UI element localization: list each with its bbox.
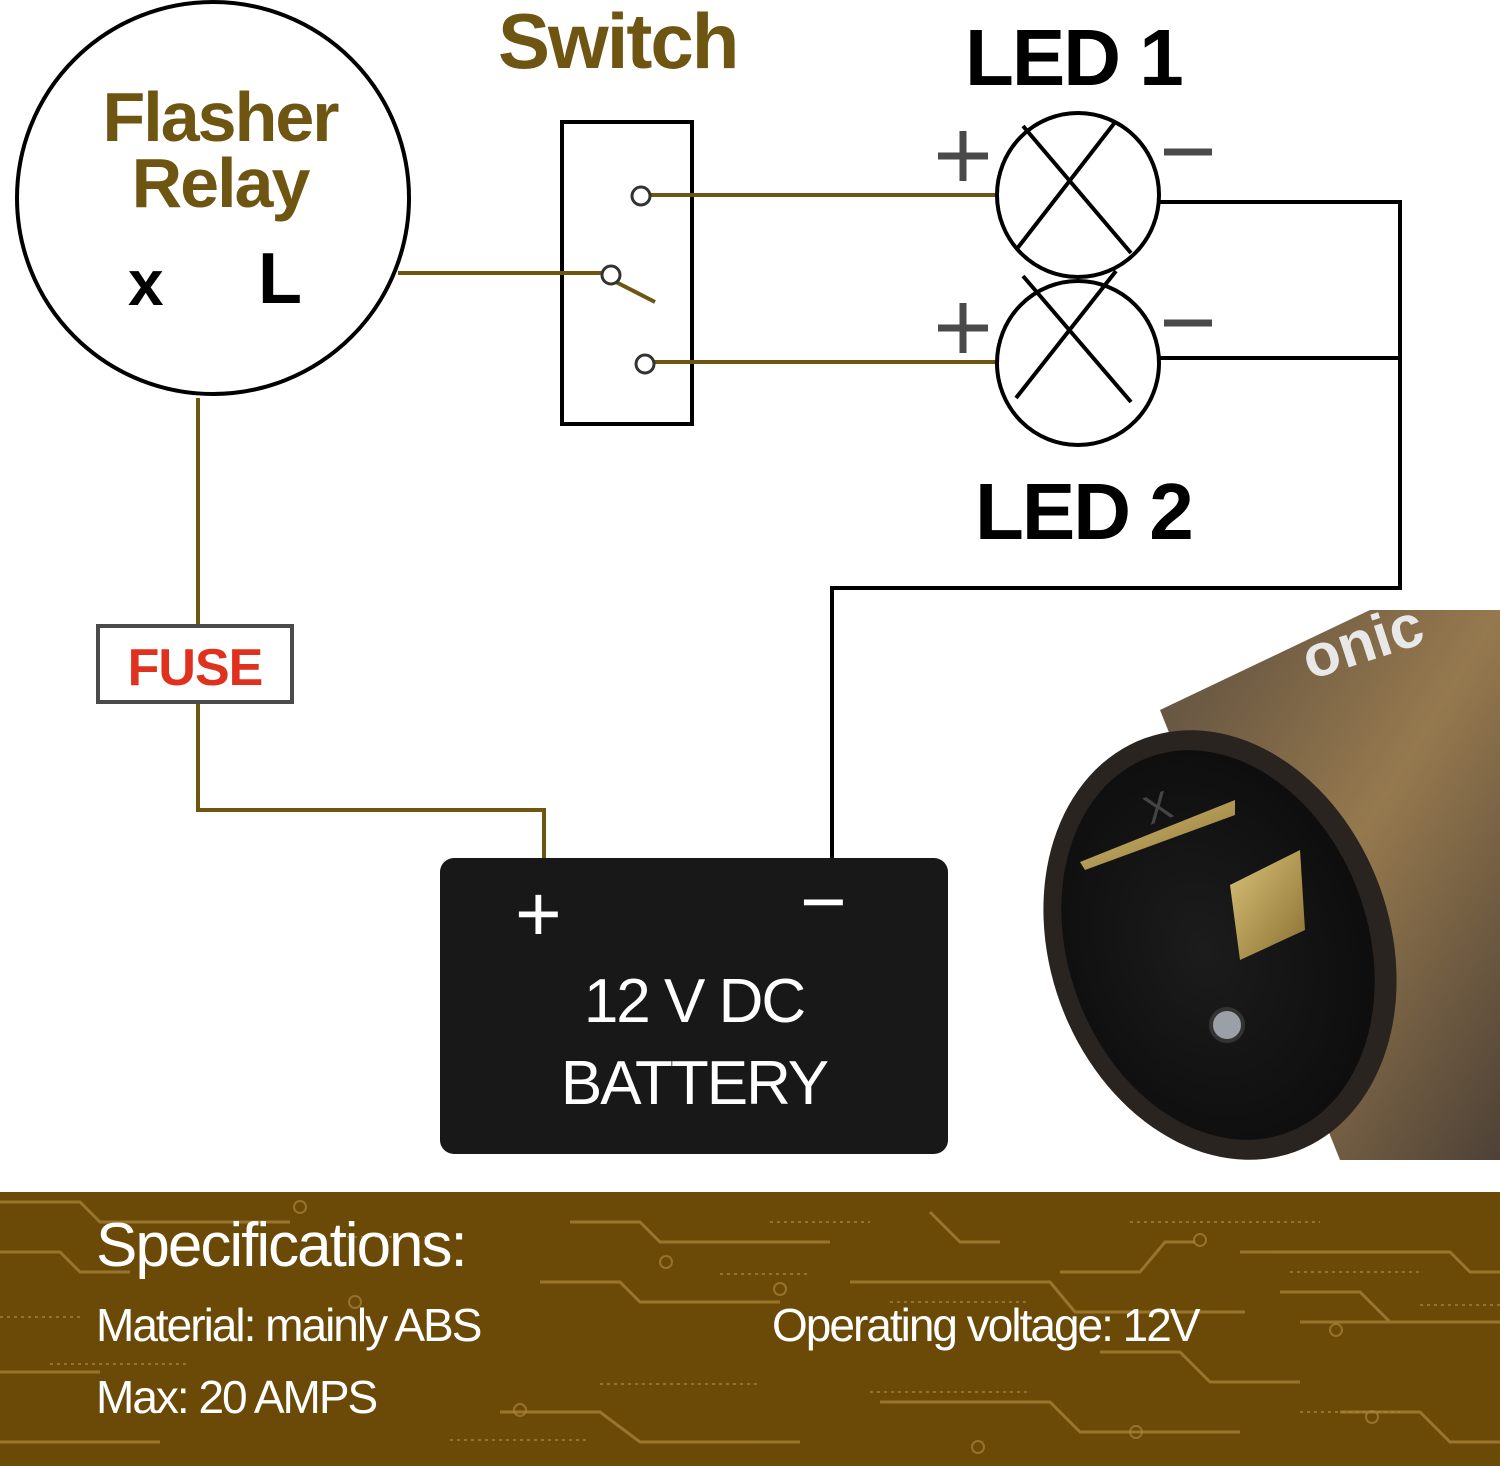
battery-minus-terminal: − — [800, 857, 847, 946]
flasher-relay-symbol — [15, 0, 411, 396]
circuit-pattern — [0, 1200, 1500, 1454]
relay-pin-l — [1230, 850, 1305, 960]
wire-fuse-to-battery — [196, 704, 546, 860]
switch-label: Switch — [498, 0, 739, 85]
battery-plus-terminal: + — [515, 869, 562, 958]
wiring-diagram: Switch LED 1 LED 2 Flasher Relay x L FUS… — [15, 0, 1500, 1160]
battery-block: + − 12 V DC BATTERY — [440, 857, 948, 1154]
spec-material: Material: mainly ABS — [96, 1299, 482, 1351]
switch-contact-1 — [630, 185, 652, 207]
flasher-relay-label: Flasher Relay — [102, 78, 340, 222]
led1-symbol — [995, 111, 1161, 279]
specifications-title: Specifications: — [96, 1211, 468, 1280]
led1-cross-b — [1014, 119, 1118, 252]
switch-lever — [611, 278, 656, 304]
battery-type-label: BATTERY — [560, 1049, 829, 1118]
relay-screw-icon — [1209, 1007, 1245, 1043]
flasher-relay-photo: X onic — [1043, 600, 1500, 1160]
relay-terminal-x: x — [128, 247, 164, 319]
wire-negative-return — [830, 200, 1402, 858]
fuse-label: FUSE — [127, 639, 264, 697]
spec-operating-voltage: Operating voltage: 12V — [772, 1299, 1201, 1351]
switch-contact-2 — [634, 353, 656, 375]
relay-terminal-l: L — [258, 239, 302, 319]
led2-cross-a — [1021, 274, 1133, 404]
led1-cross-a — [1021, 124, 1133, 255]
led2-symbol — [995, 279, 1161, 447]
led2-cross-b — [1014, 269, 1118, 400]
led2-label: LED 2 — [975, 467, 1194, 556]
battery-voltage-label: 12 V DC — [583, 967, 806, 1036]
wiring-svg — [15, 0, 1402, 860]
specifications-panel: Specifications: Material: mainly ABS Ope… — [0, 1192, 1500, 1466]
fuse-box: FUSE — [96, 624, 294, 704]
relay-pin-x — [1080, 800, 1235, 870]
led1-label: LED 1 — [965, 13, 1184, 102]
spec-max-current: Max: 20 AMPS — [96, 1371, 378, 1423]
switch-common-contact — [600, 264, 622, 286]
